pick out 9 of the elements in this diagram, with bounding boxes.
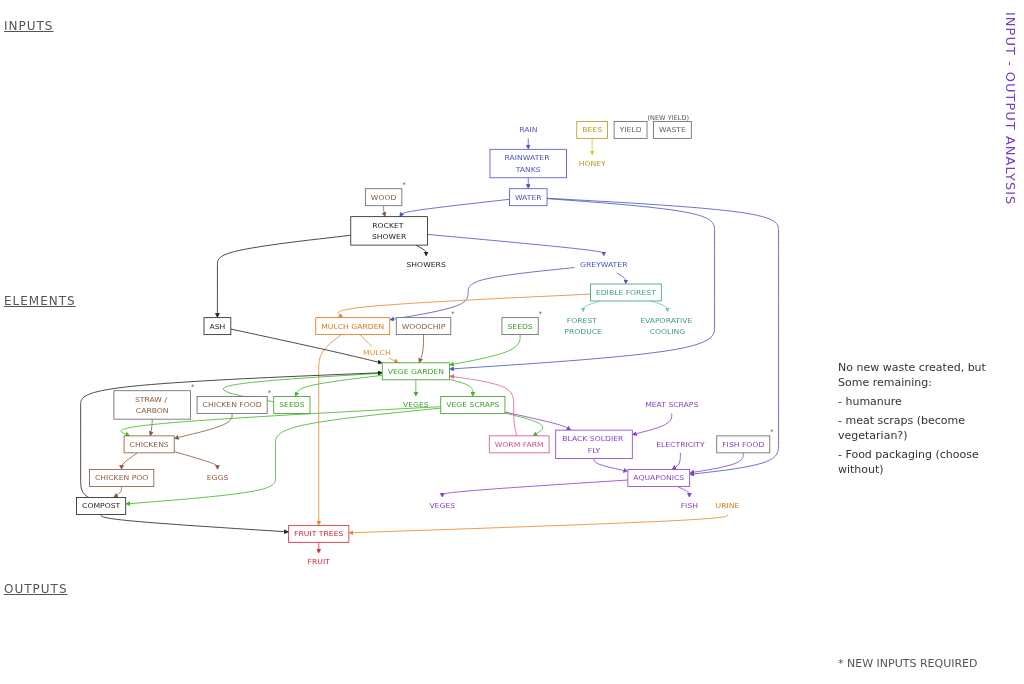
list-item: - humanure	[838, 394, 903, 409]
list-item: - Food packaging (choose without)	[838, 447, 980, 477]
footnote: * NEW INPUTS REQUIRED	[838, 657, 979, 670]
list-item: - meat scraps (become vegetarian?)	[838, 413, 967, 443]
column-heading: INPUTS	[4, 18, 54, 33]
title: INPUT - OUTPUT ANALYSIS	[1003, 12, 1018, 206]
column-heading: ELEMENTS	[4, 294, 76, 308]
note-text: No new waste created, but Some remaining:	[838, 360, 987, 390]
column-heading: OUTPUTS	[4, 582, 68, 596]
